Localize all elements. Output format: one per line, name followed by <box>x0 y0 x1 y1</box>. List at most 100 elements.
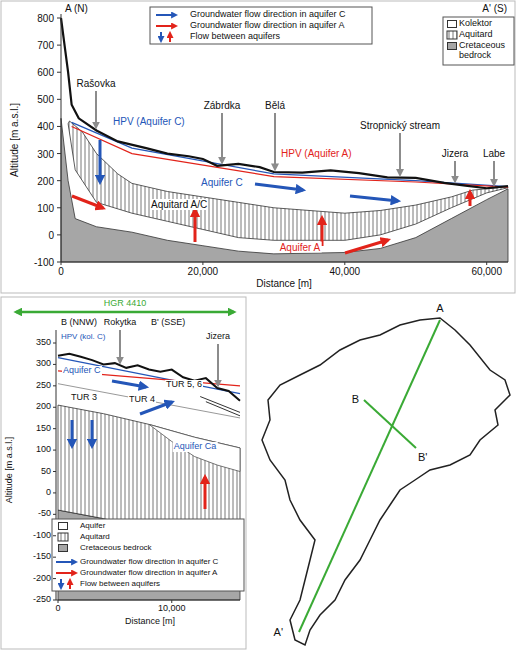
stream-label: Rokytka <box>103 318 138 328</box>
flow-arrow <box>204 477 207 509</box>
axis-tick-label: 100 <box>36 202 55 213</box>
axis-tick-label: 150 <box>35 424 52 434</box>
stream-pointer <box>119 330 121 362</box>
aquifer-label: Aquifer C <box>62 366 102 376</box>
flow-arrow <box>72 196 103 208</box>
axis-tick <box>57 207 61 208</box>
aquifer-lens <box>149 424 240 471</box>
water-table-label: HPV (Aquifer A) <box>280 148 353 159</box>
legend-text: Aquitard <box>80 533 110 542</box>
unit-boundary <box>58 384 240 418</box>
axis-tick <box>53 492 56 493</box>
axis-tick-label: 10,000 <box>157 604 187 614</box>
axis-tick-label: 600 <box>36 67 55 78</box>
axis-tick <box>57 72 61 73</box>
axis-tick-label: -250 <box>32 595 52 605</box>
legend-arrow-sample <box>169 33 171 42</box>
axis-tick-label: 400 <box>36 121 55 132</box>
flow-arrow <box>99 140 102 182</box>
axis-tick-label: 300 <box>36 148 55 159</box>
map-point-label: B <box>351 393 360 405</box>
legend-text: Groundwater flow direction in aquifer A <box>190 21 345 31</box>
map-point-label: A <box>435 302 444 314</box>
river-label: Jizera <box>441 148 470 159</box>
panel-frame <box>1 297 246 649</box>
axis-tick <box>53 428 56 429</box>
stream-pointer <box>95 91 97 127</box>
unit-label: TUR 4 <box>128 395 156 405</box>
axis-tick-label: 0 <box>54 604 61 614</box>
axis-tick <box>57 262 61 263</box>
stream-pointer <box>399 133 401 175</box>
axis-tick-label: -100 <box>33 257 55 268</box>
axis-title: Distance [m] <box>255 278 313 289</box>
axis-tick-label: 0 <box>47 229 55 240</box>
legend-line-sample <box>156 14 176 16</box>
axis-tick-label: 20,000 <box>187 266 220 277</box>
aquitard-label: Aquitard A/C <box>150 199 208 210</box>
legend-text: Flow between aquifers <box>80 580 160 589</box>
map-point-label: A' <box>273 626 284 638</box>
section-end-label: A (N) <box>64 3 89 14</box>
axis-tick-label: 700 <box>36 40 55 51</box>
axis-tick-label: 800 <box>36 13 55 24</box>
flow-arrow <box>345 240 388 253</box>
legend-text: Flow between aquifers <box>190 32 280 42</box>
axis-title: Distance [m] <box>124 617 176 627</box>
unit-boundary <box>206 402 240 416</box>
unit-label: TUR 3 <box>70 393 98 403</box>
water-table-line <box>58 358 240 394</box>
legend-swatch <box>58 522 68 530</box>
axis-tick <box>57 234 61 235</box>
flow-arrow <box>255 184 303 190</box>
axis-tick <box>61 262 62 265</box>
stream-pointer <box>221 113 223 162</box>
stream-pointer <box>217 344 219 385</box>
axis-tick <box>202 262 203 265</box>
axis-line <box>61 262 508 263</box>
axis-tick-label: 60,000 <box>470 266 503 277</box>
legend-text: Groundwater flow direction in aquifer A <box>80 569 217 578</box>
stream-label: Bělá <box>264 100 286 111</box>
stream-pointer <box>274 113 276 169</box>
axis-tick-label: 100 <box>35 445 52 455</box>
legend-hatch-sample <box>447 31 457 39</box>
region-label: HGR 4410 <box>103 299 148 309</box>
axis-tick <box>53 600 56 601</box>
region-extent-bar <box>16 311 234 314</box>
axis-tick-label: -150 <box>32 552 52 562</box>
axis-tick <box>57 45 61 46</box>
axis-tick-label: 250 <box>35 381 52 391</box>
river-label: Labe <box>482 148 506 159</box>
axis-line <box>61 14 62 262</box>
legend-line-sample <box>56 561 76 563</box>
legend-hatch-sample <box>58 533 68 541</box>
axis-tick <box>58 600 59 603</box>
stream-label: Stropnický stream <box>359 120 441 131</box>
bedrock-area <box>61 118 508 262</box>
axis-tick-label: -100 <box>32 531 52 541</box>
axis-tick-label: 0 <box>57 266 65 277</box>
water-table-label: HPV (kol. C) <box>60 333 106 342</box>
legend-text: Kolektor <box>459 19 492 29</box>
axis-tick <box>53 557 56 558</box>
axis-tick-label: 40,000 <box>329 266 362 277</box>
unit-label: TUR 5, 6 <box>165 380 203 390</box>
section-end-label: B' (SSE) <box>150 318 186 328</box>
axis-tick <box>57 153 61 154</box>
section-end-label: B (NNW) <box>60 318 98 328</box>
legend-text: Groundwater flow direction in aquifer C <box>80 558 218 567</box>
axis-tick <box>53 535 56 536</box>
axis-tick-label: 200 <box>35 402 52 412</box>
axis-tick <box>57 126 61 127</box>
axis-tick-label: 350 <box>35 338 52 348</box>
legend-box <box>52 519 244 591</box>
axis-tick <box>344 262 345 265</box>
axis-tick <box>57 99 61 100</box>
legend-arrow-sample <box>69 580 71 589</box>
axis-tick-label: -200 <box>32 574 52 584</box>
section-end-label: A' (S) <box>481 3 508 14</box>
axis-tick <box>57 18 61 19</box>
